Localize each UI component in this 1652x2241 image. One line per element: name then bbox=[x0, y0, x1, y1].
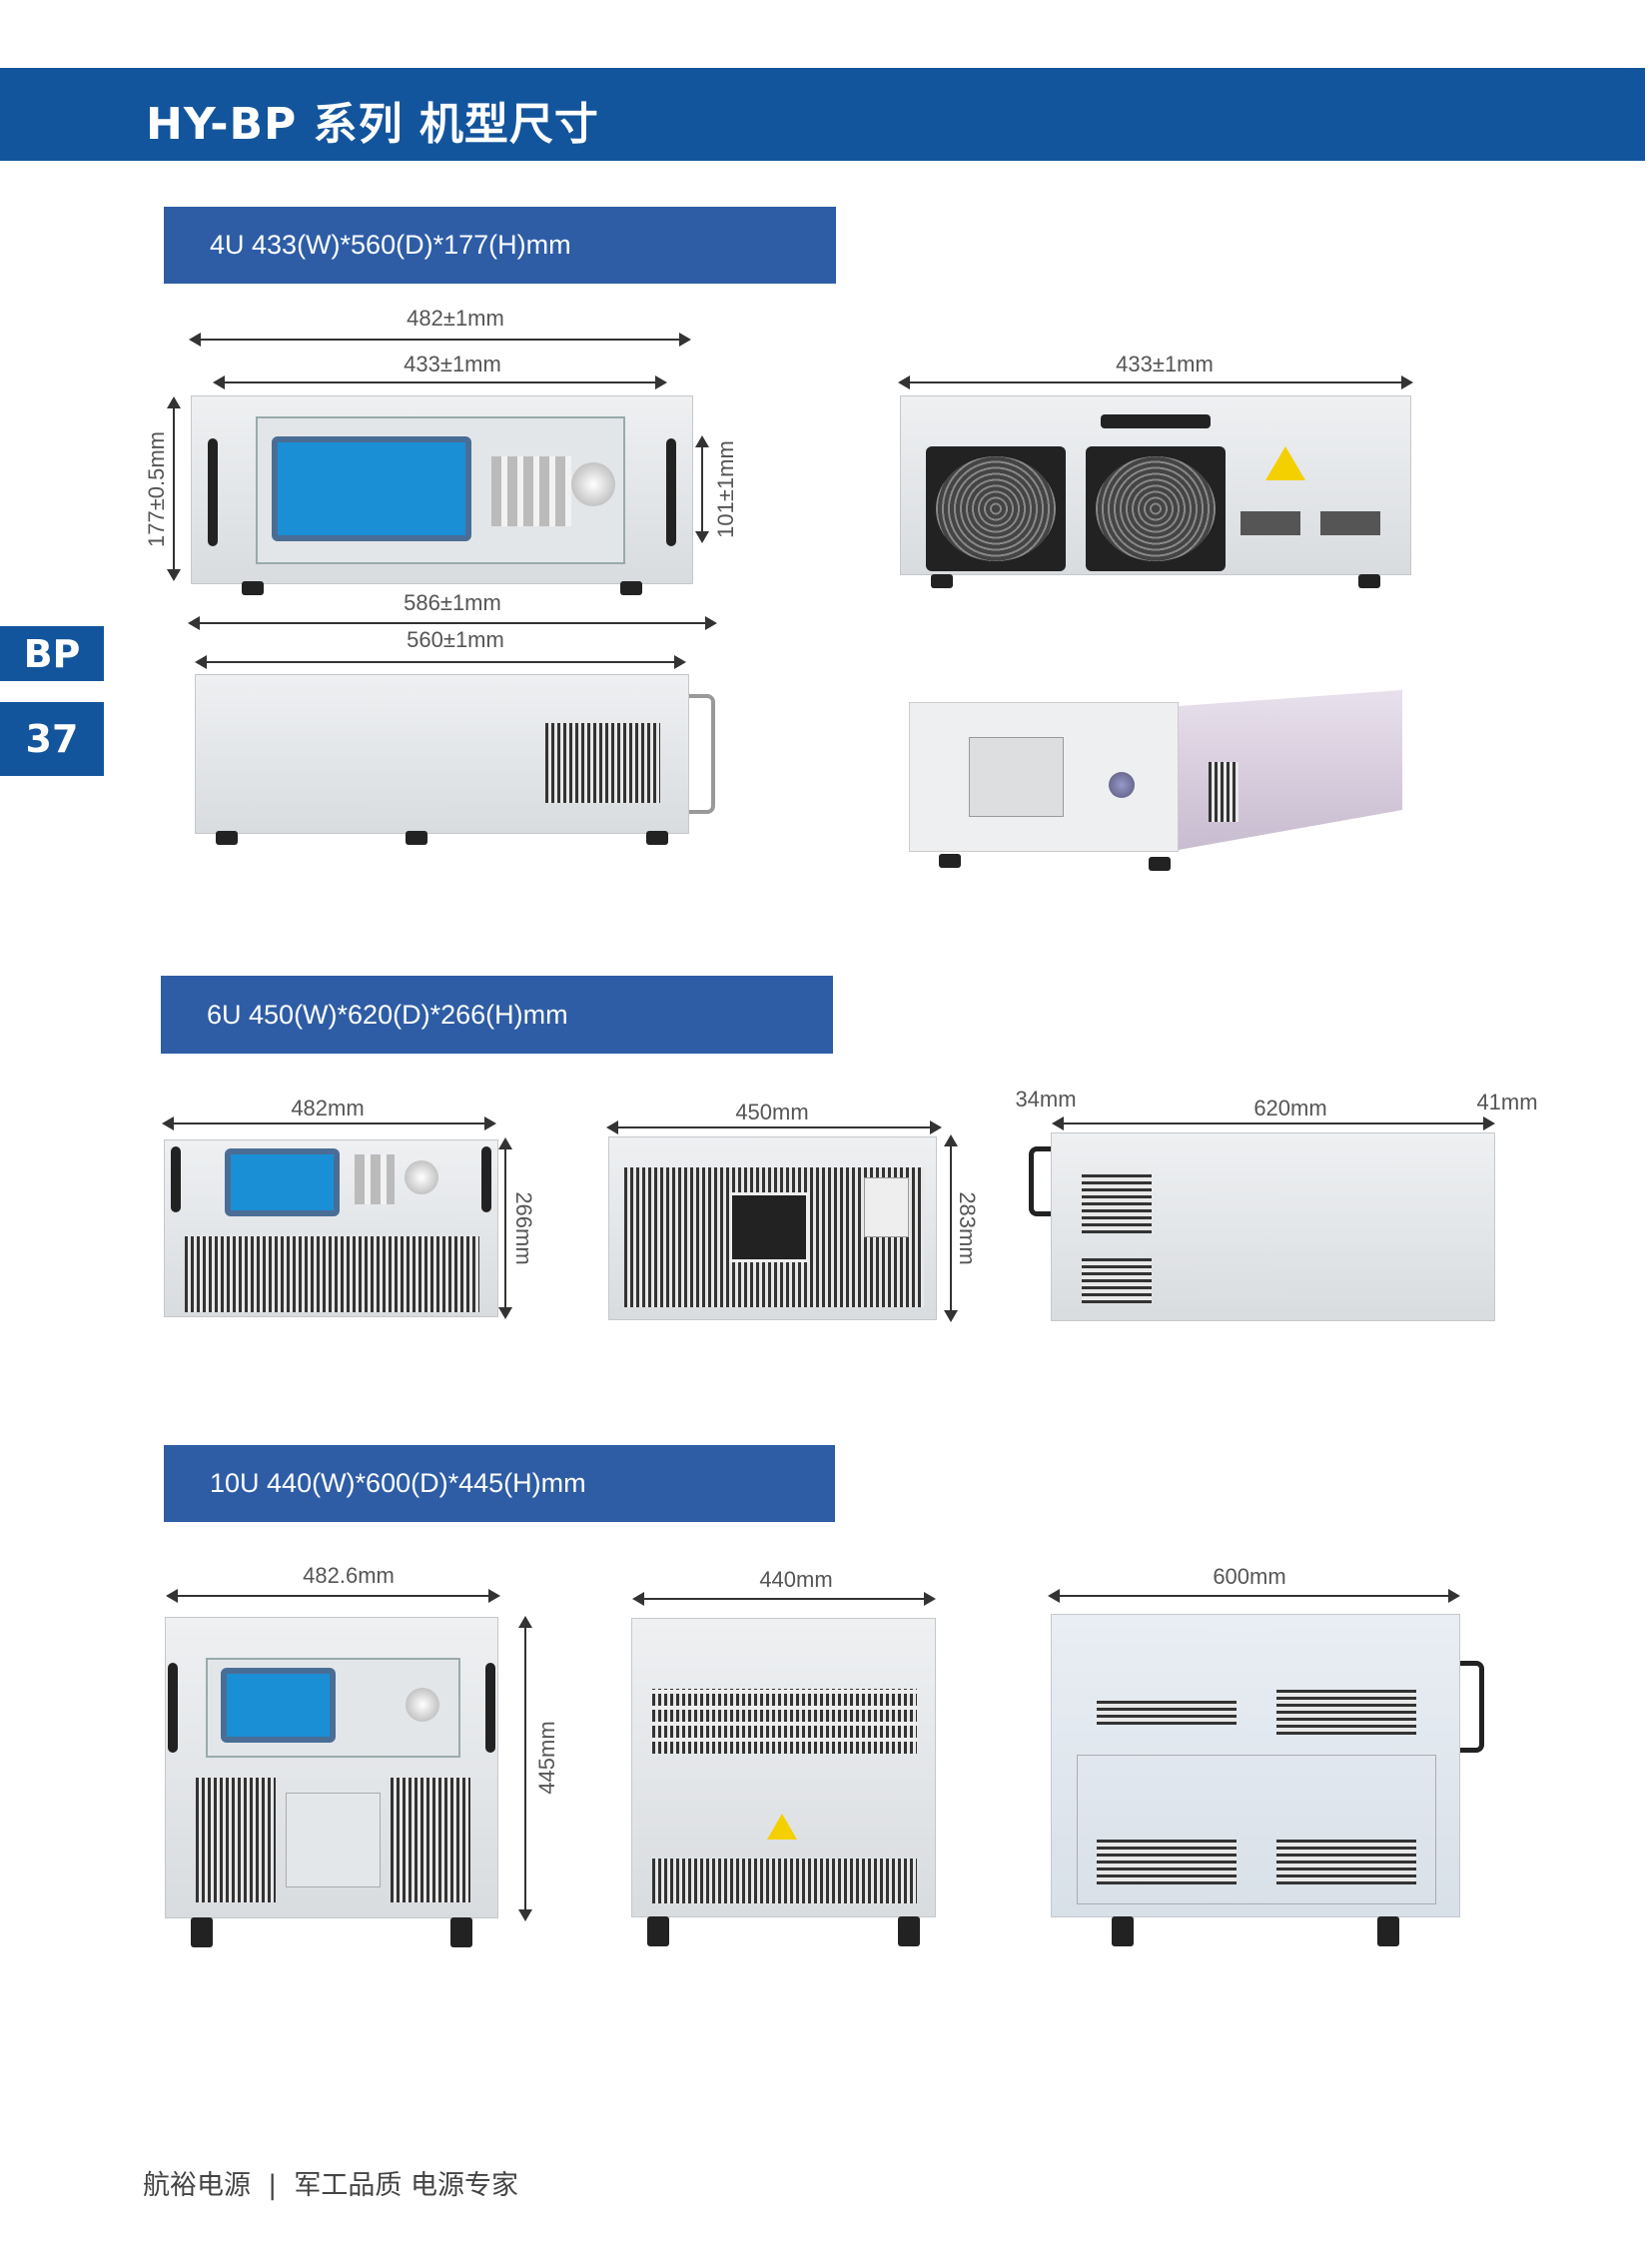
page-title: HY-BP 系列 机型尺寸 bbox=[146, 99, 599, 150]
dim-line bbox=[1048, 1589, 1460, 1603]
section-title-4u: 4U 433(W)*560(D)*177(H)mm bbox=[164, 207, 836, 284]
side-handle bbox=[1460, 1661, 1484, 1753]
dim-label: 586±1mm bbox=[404, 590, 501, 615]
rear-view-4u bbox=[900, 395, 1411, 588]
rear-view-10u bbox=[631, 1618, 936, 1946]
dim-label: 445mm bbox=[534, 1721, 559, 1795]
dim-line bbox=[898, 375, 1413, 389]
dim-line bbox=[944, 1134, 958, 1322]
front-view-6u bbox=[164, 1139, 498, 1317]
footer-slogan: 航裕电源 | 军工品质 电源专家 bbox=[143, 2170, 519, 2201]
dim-label: 600mm bbox=[1213, 1564, 1286, 1589]
dim-line bbox=[498, 1137, 512, 1319]
side-handle bbox=[1029, 1146, 1051, 1216]
dim-label: 450mm bbox=[735, 1100, 809, 1124]
series-tab: BP bbox=[0, 626, 104, 681]
dim-label: 101±1mm bbox=[713, 440, 738, 538]
dim-label: 283mm bbox=[955, 1191, 980, 1265]
dim-label: 266mm bbox=[511, 1191, 536, 1265]
side-handle bbox=[689, 694, 715, 814]
dim-line bbox=[195, 655, 686, 669]
dim-label: 620mm bbox=[1253, 1096, 1327, 1120]
dim-line bbox=[188, 616, 717, 630]
dim-line bbox=[162, 1117, 496, 1130]
dim-line bbox=[1052, 1117, 1495, 1130]
dim-label: 433±1mm bbox=[1116, 352, 1214, 376]
rear-view-6u bbox=[608, 1136, 937, 1320]
front-view-10u bbox=[165, 1617, 498, 1947]
isometric-view-4u bbox=[909, 662, 1404, 871]
dim-line bbox=[695, 435, 709, 543]
dim-line bbox=[167, 396, 181, 581]
dim-label: 560±1mm bbox=[407, 627, 504, 652]
dim-line bbox=[189, 333, 691, 347]
dim-label: 482±1mm bbox=[407, 306, 504, 331]
dim-line bbox=[518, 1616, 532, 1921]
section-title-6u: 6U 450(W)*620(D)*266(H)mm bbox=[161, 976, 833, 1054]
page-number-tab: 37 bbox=[0, 702, 104, 776]
side-view-10u bbox=[1051, 1614, 1460, 1946]
dim-label: 482.6mm bbox=[303, 1563, 395, 1588]
section-title-10u: 10U 440(W)*600(D)*445(H)mm bbox=[164, 1445, 835, 1522]
dim-line bbox=[213, 375, 667, 389]
front-view-4u bbox=[191, 395, 693, 595]
dim-line bbox=[632, 1592, 936, 1606]
dim-line bbox=[166, 1589, 500, 1603]
side-view-6u bbox=[1051, 1132, 1495, 1321]
dim-label: 440mm bbox=[759, 1567, 833, 1592]
dim-label: 41mm bbox=[1476, 1090, 1538, 1115]
dim-line bbox=[606, 1120, 942, 1134]
header-band bbox=[0, 68, 1645, 161]
dim-label: 177±0.5mm bbox=[144, 430, 169, 548]
dim-label: 433±1mm bbox=[404, 352, 501, 376]
side-view-4u bbox=[195, 674, 689, 845]
dim-label: 482mm bbox=[291, 1096, 365, 1120]
dim-label: 34mm bbox=[1015, 1087, 1077, 1112]
